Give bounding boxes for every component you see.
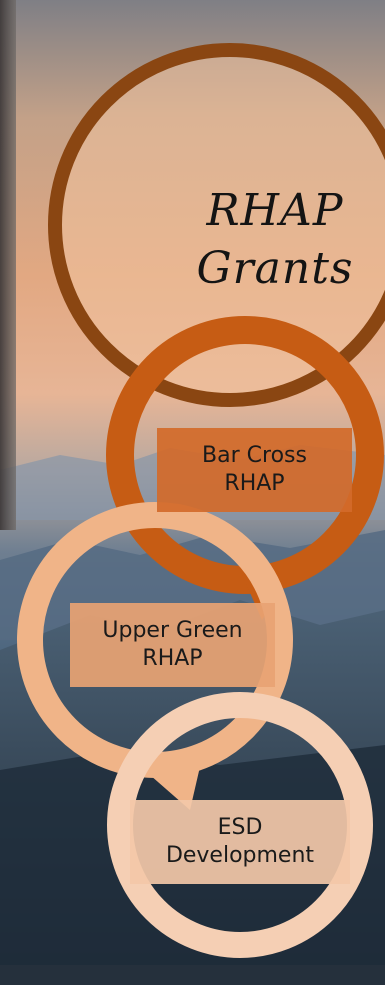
box-esd-bg [130,800,350,884]
diagram-title: RHAP [165,185,385,236]
title-line-1: RHAP [206,185,344,236]
ring-upper-green-arrowhead-icon [150,745,205,810]
step-upper-green-line-1: Upper Green [102,618,243,643]
ring-upper-green [17,502,293,810]
step-esd-development: ESD Development [130,800,350,884]
step-bar-cross-line-2: RHAP [224,471,285,496]
step-upper-green-line-2: RHAP [142,646,203,671]
step-esd-line-2: Development [165,843,315,868]
box-bar-cross-bg [157,428,352,512]
main-circle [48,43,385,407]
step-bar-cross: Bar Cross RHAP [157,428,352,512]
ring-esd [107,692,373,958]
diagram-title-line-2-wrap: Grants [165,243,385,294]
step-esd-line-1: ESD [217,815,263,840]
title-line-2: Grants [196,243,354,294]
box-upper-green-bg [70,603,275,687]
step-upper-green: Upper Green RHAP [70,603,275,687]
step-bar-cross-line-1: Bar Cross [202,443,307,468]
